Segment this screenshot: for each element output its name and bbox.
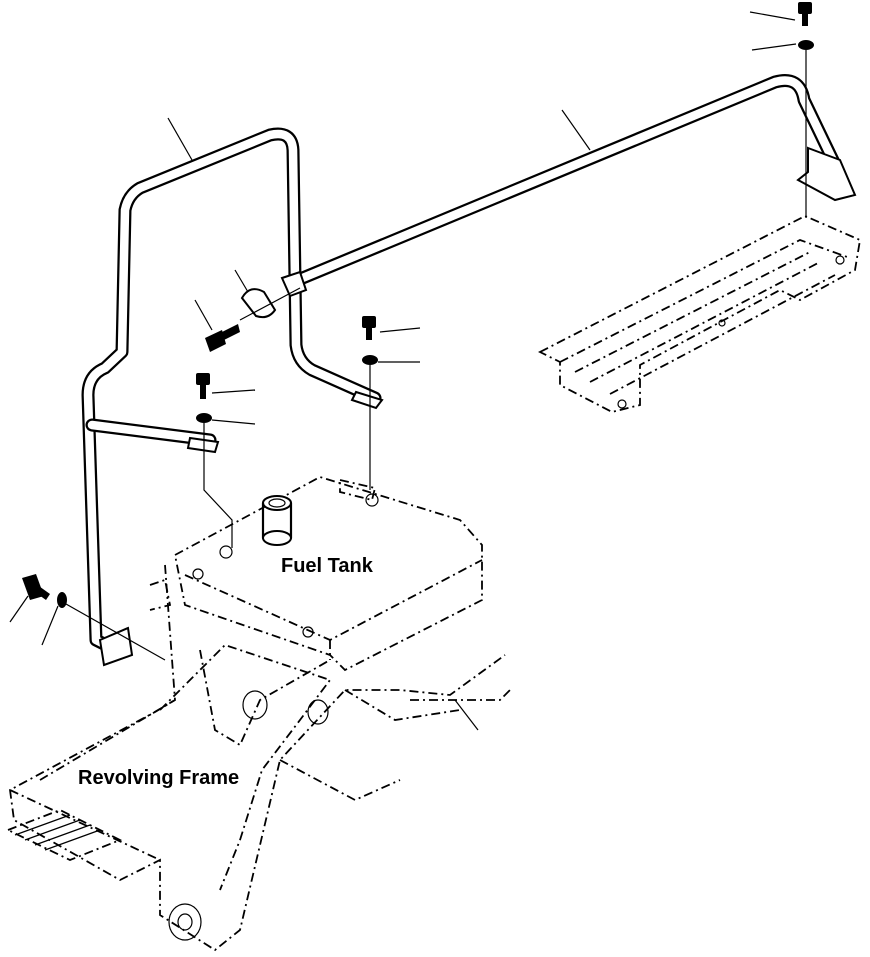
fuel-cap xyxy=(261,495,293,546)
leader-lines xyxy=(9,11,807,731)
right-deck-plate xyxy=(538,215,862,413)
handrail-right xyxy=(286,74,847,289)
fuel-tank-outline xyxy=(173,476,483,672)
revolving-frame-label: Revolving Frame xyxy=(78,767,240,789)
mounting-feet xyxy=(98,146,857,667)
fuel-tank-label: Fuel Tank xyxy=(281,555,373,577)
revolving-frame-outline xyxy=(5,564,511,952)
bolts-and-washers xyxy=(22,2,814,608)
